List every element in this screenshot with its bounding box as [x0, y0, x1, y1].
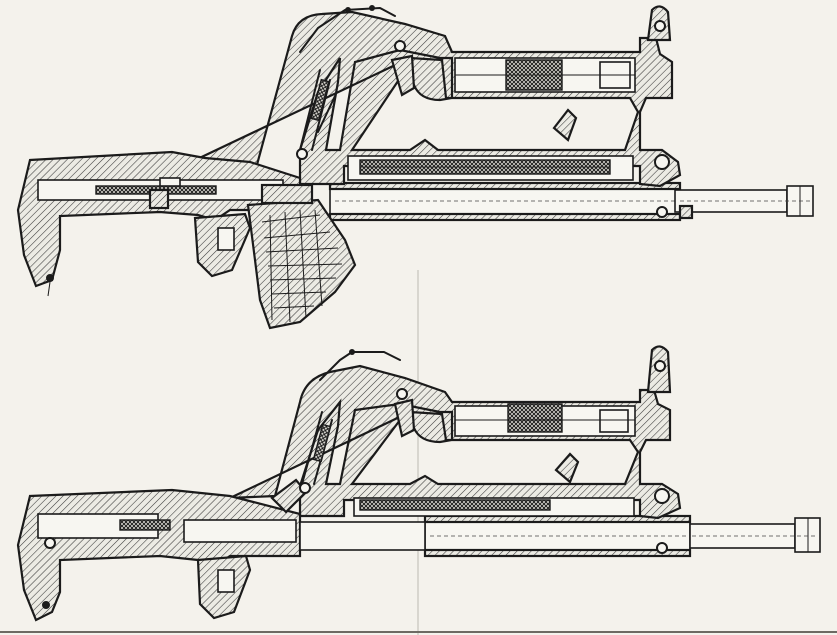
- grip-cavity-top: [217, 227, 235, 251]
- barrel-top: [328, 181, 814, 222]
- bolt-assembly-top: [347, 155, 634, 181]
- grip-cavity-bottom: [217, 569, 235, 593]
- magazine-top: [246, 183, 357, 330]
- view-bottom: [16, 345, 821, 622]
- view-top: [16, 5, 814, 330]
- sight-aperture-bottom: [654, 360, 666, 372]
- trigger-mechanism-top: [296, 5, 416, 160]
- barrel-bottom: [423, 514, 821, 558]
- sling-ring-top: [656, 206, 668, 218]
- pivot-ring-bottom: [654, 488, 670, 504]
- bolt-assembly-bottom: [353, 497, 635, 517]
- charging-handle-bottom: [554, 452, 580, 484]
- gas-block-top: [678, 204, 694, 220]
- charging-handle-top: [552, 108, 578, 142]
- stock-bottom: [16, 488, 426, 622]
- trigger-mechanism-bottom: [270, 349, 416, 514]
- pivot-ring-top: [654, 154, 670, 170]
- sling-ring-bottom: [656, 542, 668, 554]
- sight-aperture-top: [654, 20, 666, 32]
